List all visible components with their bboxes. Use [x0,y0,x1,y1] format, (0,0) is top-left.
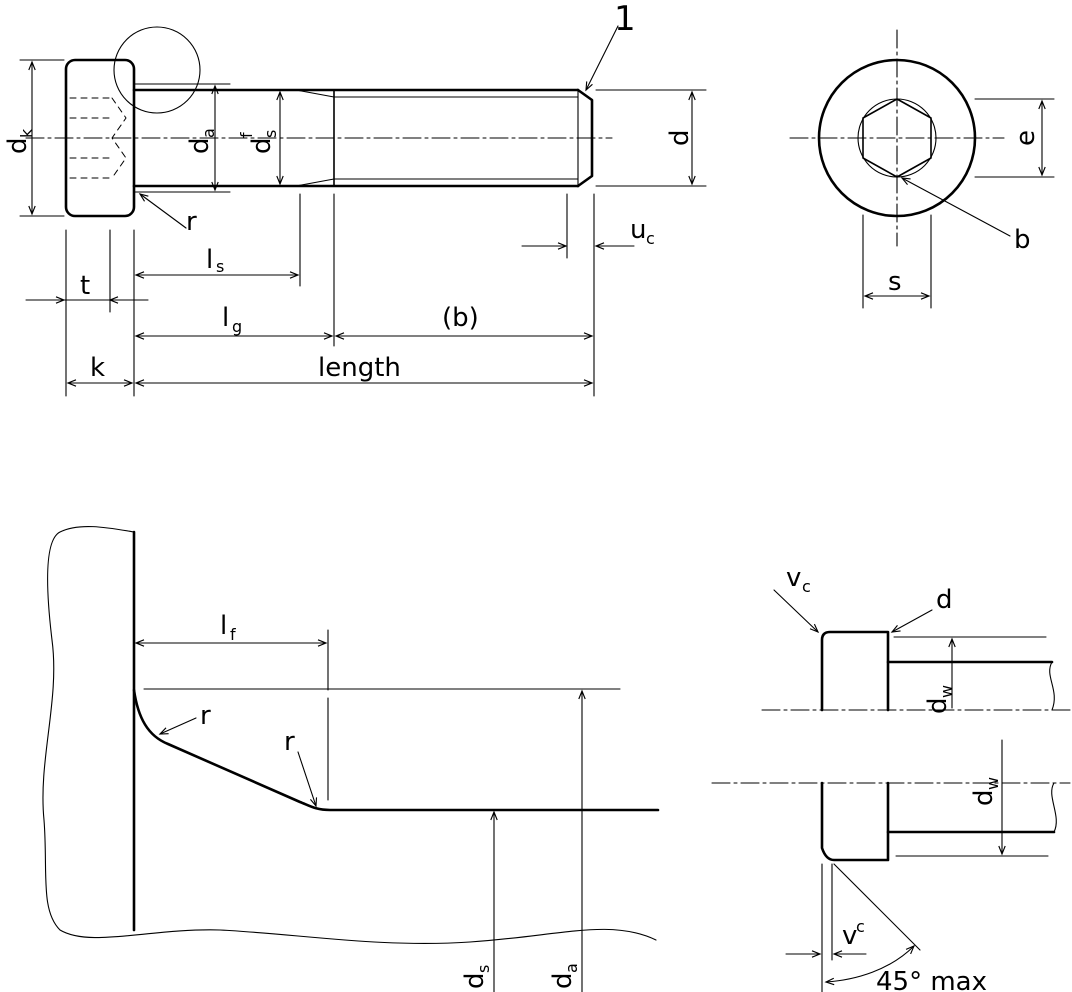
label-s: s [888,267,902,297]
label-r1: r [200,701,211,731]
label-da: d [185,137,215,154]
label-lf-sub: f [230,625,236,644]
label-ds-sub: s [261,130,280,138]
label-angle: 45° max [876,967,987,992]
label-ls: l [206,245,213,275]
bearing-face-detail-lower: d w v c 45° max [711,739,1071,992]
label-vc2: v [842,921,857,951]
label-da-sub: a [199,128,218,138]
label-vc-sub: c [802,577,811,596]
label-dw: d [923,697,953,714]
label-lg: l [222,303,229,333]
screw-side-view: d k d a d s f d 1 r l s t l g (b) k leng… [3,0,707,397]
label-lg-sub: g [232,317,242,336]
label-r2: r [284,727,295,757]
label-da2: d [548,972,578,989]
label-ls-sub: s [216,257,224,276]
label-length: length [318,353,401,383]
bearing-face-detail-upper: v c d d w [761,563,1071,714]
label-e: e [1011,130,1041,146]
label-t: t [80,271,90,301]
label-vc2-sub: c [856,917,865,936]
label-1: 1 [614,0,636,39]
label-bb: b [1014,225,1031,255]
label-d2: d [936,585,953,615]
label-dw2: d [969,789,999,806]
label-dw2-sub: w [983,777,1002,790]
label-ds: d [247,137,277,154]
break-line [42,526,657,945]
label-vc: v [786,563,801,593]
label-ds2-sub: s [474,965,493,973]
label-dw-sub: w [937,685,956,698]
label-k: k [90,353,105,383]
label-dk: d [3,137,33,154]
label-dk-sub: k [17,128,36,138]
label-ds-f: f [237,132,256,138]
label-ds2: d [460,972,490,989]
label-uc-sub: c [646,229,655,248]
label-r: r [186,207,197,237]
screw-end-view: e s b [789,29,1055,309]
detail-circle [113,26,201,114]
fillet-detail-view: l f r r d s d a [42,526,660,992]
hex-socket-hidden-lines [69,97,127,179]
label-da2-sub: a [562,963,581,973]
label-d: d [665,129,695,146]
label-uc: u [630,215,646,245]
label-lf: l [220,611,227,641]
label-b: (b) [442,303,479,333]
